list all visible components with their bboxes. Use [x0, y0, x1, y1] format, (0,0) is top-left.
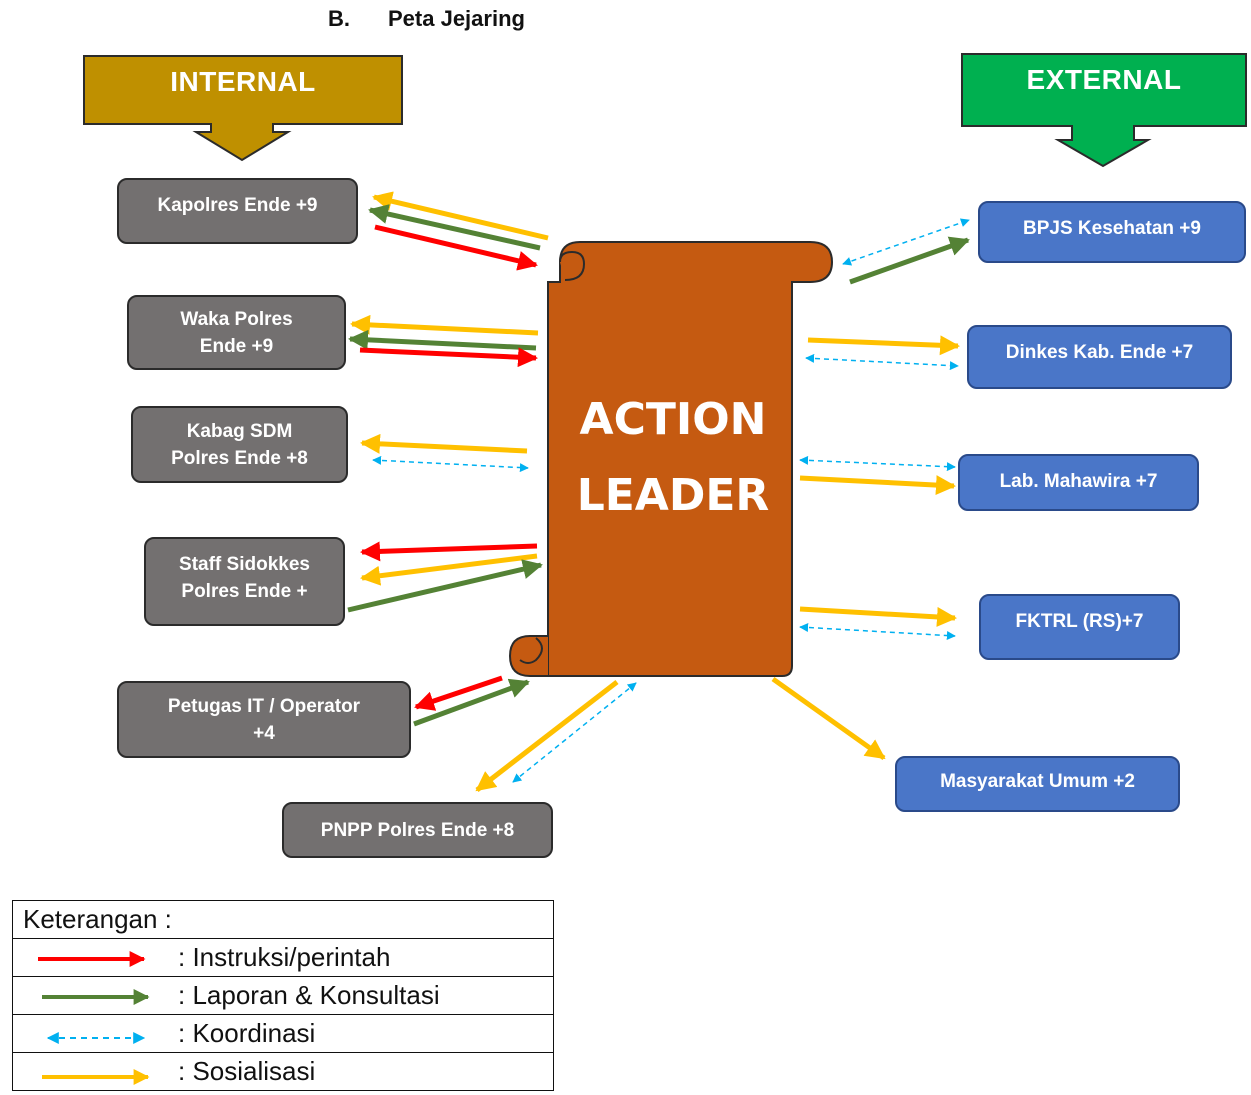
legend-symbol-cell	[12, 976, 158, 1015]
arrow-sosialisasi	[807, 335, 960, 356]
node-waka-line1: Waka Polres	[180, 308, 293, 330]
action-leader-scroll	[508, 241, 834, 677]
arrow-sosialisasi	[372, 191, 549, 241]
arrow-instruksi	[359, 347, 538, 368]
internal-banner	[83, 55, 403, 162]
node-petugas-line1: Petugas IT / Operator	[167, 695, 361, 717]
section-number: B.	[328, 6, 350, 31]
arrow-laporan	[347, 559, 543, 613]
node-bpjs-label: BPJS Kesehatan +9	[1023, 218, 1201, 239]
node-masyarakat: Masyarakat Umum +2	[895, 756, 1180, 812]
arrow-sosialisasi	[475, 680, 619, 792]
legend-label: : Koordinasi	[158, 1014, 554, 1053]
legend-symbol-cell	[12, 1052, 158, 1091]
internal-banner-label: INTERNAL	[170, 66, 316, 97]
section-heading: B. Peta Jejaring	[328, 6, 525, 32]
arrow-sosialisasi	[360, 553, 538, 586]
legend-label: : Instruksi/perintah	[158, 938, 554, 977]
arrow-sosialisasi	[350, 314, 539, 336]
legend-label: : Sosialisasi	[158, 1052, 554, 1091]
node-waka: Waka Polres Ende +9	[127, 295, 346, 370]
node-staff-line2: Polres Ende +	[181, 581, 308, 602]
external-banner-label: EXTERNAL	[1026, 64, 1182, 95]
node-dinkes-label: Dinkes Kab. Ende +7	[1005, 342, 1194, 363]
node-dinkes: Dinkes Kab. Ende +7	[967, 325, 1232, 389]
legend-row: : Instruksi/perintah	[12, 938, 554, 977]
arrow-laporan	[348, 329, 537, 351]
legend-title: Keterangan :	[12, 900, 554, 939]
node-kabag-line2: Polres Ende +8	[171, 447, 308, 469]
node-kapolres-label: Kapolres Ende +9	[157, 195, 318, 216]
arrow-laporan	[849, 236, 970, 285]
legend-row: : Sosialisasi	[12, 1052, 554, 1091]
arrow-instruksi	[414, 675, 503, 711]
arrow-sosialisasi	[360, 433, 528, 454]
node-pnpp: PNPP Polres Ende +8	[282, 802, 553, 858]
node-pnpp-label: PNPP Polres Ende +8	[320, 819, 515, 841]
node-kabag-line1: Kabag SDM	[186, 420, 293, 442]
arrow-laporan	[413, 678, 530, 727]
action-leader-line1: ACTION	[579, 394, 767, 445]
external-banner	[961, 53, 1247, 168]
arrow-sosialisasi	[799, 606, 957, 627]
arrow-koordinasi	[805, 353, 959, 371]
legend-row: : Koordinasi	[12, 1014, 554, 1053]
legend-row: : Laporan & Konsultasi	[12, 976, 554, 1015]
node-bpjs: BPJS Kesehatan +9	[978, 201, 1246, 263]
legend-header-row: Keterangan :	[12, 900, 554, 939]
node-waka-line2: Ende +9	[199, 335, 274, 357]
arrow-koordinasi	[799, 455, 956, 472]
node-lab-label: Lab. Mahawira +7	[999, 471, 1158, 492]
node-staff-line1: Staff Sidokkes	[179, 554, 310, 575]
legend-symbol-cell	[12, 938, 158, 977]
arrow-koordinasi	[512, 682, 637, 783]
arrow-sosialisasi	[799, 475, 956, 496]
section-title: Peta Jejaring	[388, 6, 525, 31]
node-petugas-line2: +4	[253, 722, 275, 744]
arrow-koordinasi	[842, 218, 970, 266]
node-kabag: Kabag SDM Polres Ende +8	[131, 406, 348, 483]
node-lab: Lab. Mahawira +7	[958, 454, 1199, 511]
legend-table: Keterangan : : Instruksi/perintah : Lapo…	[12, 900, 554, 1091]
arrow-koordinasi	[372, 455, 529, 473]
node-fktrl-label: FKTRL (RS)+7	[1015, 611, 1144, 632]
arrow-koordinasi	[799, 622, 956, 641]
node-staff: Staff Sidokkes Polres Ende +	[144, 537, 345, 626]
legend-label: : Laporan & Konsultasi	[158, 976, 554, 1015]
arrow-instruksi	[374, 224, 538, 271]
node-fktrl: FKTRL (RS)+7	[979, 594, 1180, 660]
action-leader-line2: LEADER	[576, 470, 770, 521]
node-kapolres: Kapolres Ende +9	[117, 178, 358, 244]
arrow-sosialisasi	[771, 676, 886, 761]
legend-symbol-cell	[12, 1014, 158, 1053]
arrow-instruksi	[360, 541, 538, 562]
node-petugas: Petugas IT / Operator +4	[117, 681, 411, 758]
node-masyarakat-label: Masyarakat Umum +2	[940, 771, 1135, 792]
arrow-laporan	[368, 204, 541, 251]
